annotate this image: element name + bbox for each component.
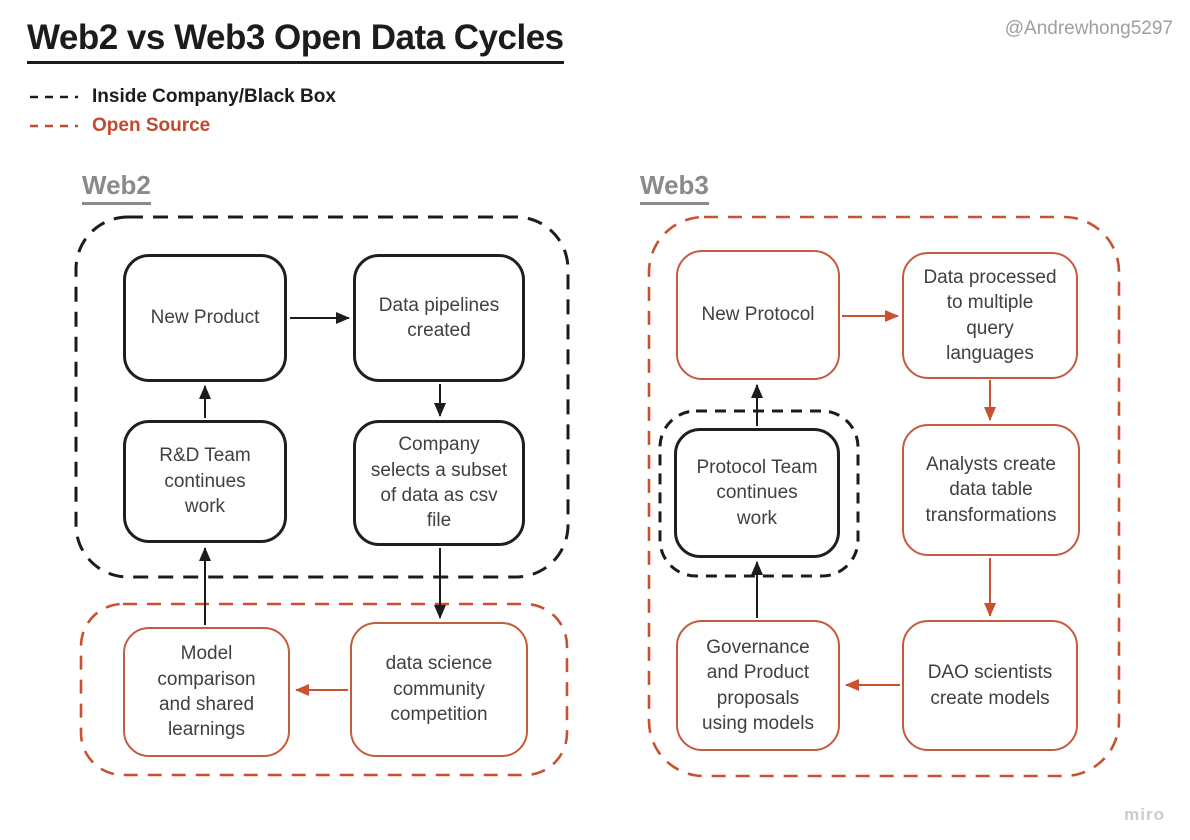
web3-blackbox-container — [658, 409, 860, 578]
node-rd-team: R&D Team continues work — [123, 420, 287, 543]
node-new-protocol: New Protocol — [676, 250, 840, 380]
node-analysts: Analysts create data table transformatio… — [902, 424, 1080, 556]
node-data-science: data science community competition — [350, 622, 528, 757]
node-company-selects: Company selects a subset of data as csv … — [353, 420, 525, 546]
legend-label: Inside Company/Black Box — [92, 85, 336, 107]
node-model-comparison: Model comparison and shared learnings — [123, 627, 290, 757]
node-protocol-team: Protocol Team continues work — [674, 428, 840, 558]
legend: Inside Company/Black Box Open Source — [29, 82, 336, 140]
web2-blackbox-container — [74, 215, 570, 579]
web3-heading: Web3 — [640, 170, 709, 205]
legend-label: Open Source — [92, 114, 211, 136]
page-title: Web2 vs Web3 Open Data Cycles — [27, 18, 564, 64]
black-dashed-line-icon — [30, 95, 78, 98]
node-new-product: New Product — [123, 254, 287, 382]
miro-watermark: miro — [1124, 805, 1165, 824]
web2-opensource-container — [79, 602, 569, 777]
web2-heading: Web2 — [82, 170, 151, 205]
author-handle: @Andrewhong5297 — [1004, 18, 1173, 39]
node-governance: Governance and Product proposals using m… — [676, 620, 840, 751]
node-dao-scientists: DAO scientists create models — [902, 620, 1078, 751]
legend-item-opensource: Open Source — [29, 111, 336, 140]
node-data-pipelines: Data pipelines created — [353, 254, 525, 382]
web3-opensource-container — [647, 215, 1121, 778]
legend-item-blackbox: Inside Company/Black Box — [29, 82, 336, 111]
node-data-processed: Data processed to multiple query languag… — [902, 252, 1078, 379]
red-dashed-line-icon — [30, 124, 78, 127]
